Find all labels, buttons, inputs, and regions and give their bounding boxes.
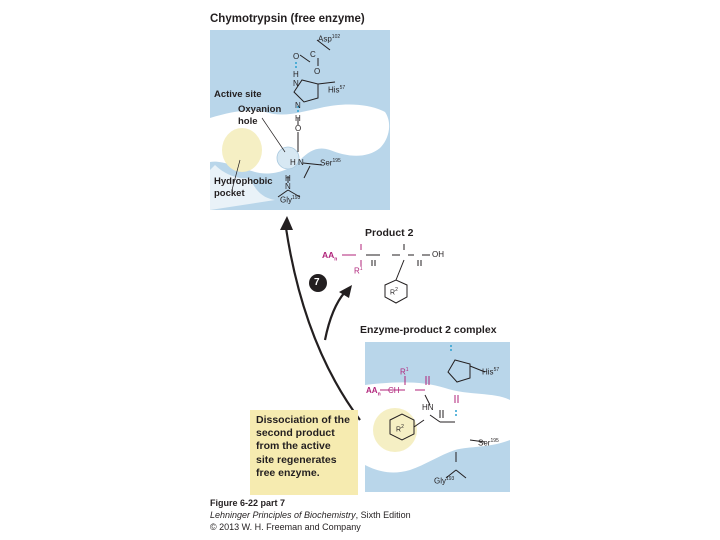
complex-benzene-ring — [389, 413, 415, 441]
asp-label: Asp102 — [318, 34, 341, 44]
free-enzyme-panel — [210, 30, 390, 210]
hydrophobic-pocket-shape — [222, 128, 262, 172]
his-imidazole-ring — [293, 79, 319, 103]
atom-o-1: O — [293, 52, 300, 61]
figure-label: Figure 6-22 part 7 — [210, 498, 286, 508]
complex-aa-label: AAn — [366, 386, 381, 398]
figure-source: Lehninger Principles of Biochemistry, Si… — [210, 510, 411, 520]
complex-his-label: His57 — [482, 367, 500, 377]
complex-hn-label: HN — [422, 403, 434, 412]
complex-his-ring — [447, 359, 471, 383]
complex-ch-label: CH — [388, 386, 400, 395]
atom-n-2: N — [295, 101, 301, 110]
oxyanion-hole-shape — [276, 146, 300, 170]
atom-c-1: C — [310, 50, 316, 59]
product-r1-label: R1 — [354, 266, 363, 276]
step-7-number: 7 — [314, 277, 320, 288]
atom-n-1: N — [293, 79, 299, 88]
atom-h-1: H — [293, 70, 299, 79]
complex-title: Enzyme-product 2 complex — [360, 324, 497, 336]
product-2-title: Product 2 — [365, 227, 414, 239]
product-aa-label: AAn — [322, 250, 338, 263]
figure-caption: Figure 6-22 part 7 Lehninger Principles … — [210, 497, 411, 533]
product-benzene-ring — [384, 279, 408, 304]
complex-r1-label: R1 — [400, 367, 409, 377]
product-oh-label: OH — [432, 250, 444, 259]
active-site-label: Active site — [214, 89, 262, 100]
top-panel-title: Chymotrypsin (free enzyme) — [210, 13, 365, 25]
regeneration-arrowhead — [280, 216, 293, 230]
atom-n-3: N — [298, 158, 304, 167]
complex-r2-label: R2 — [396, 424, 404, 434]
atom-n-4: N — [285, 182, 291, 191]
regeneration-arrow — [284, 227, 361, 421]
product-2-structure — [342, 244, 430, 304]
complex-panel — [365, 342, 510, 492]
atom-h-3: H — [290, 158, 296, 167]
complex-gly-label: Gly193 — [434, 476, 455, 486]
his-label-top: His57 — [328, 85, 346, 95]
lower-cleft — [210, 165, 275, 210]
atom-o-3: O — [295, 124, 302, 133]
release-arrowhead — [339, 285, 352, 298]
product-r2-label: R2 — [390, 287, 398, 297]
release-arrow — [323, 291, 346, 341]
step-7-badge — [309, 274, 327, 292]
atom-h-2: H — [295, 114, 301, 123]
figure-copyright: © 2013 W. H. Freeman and Company — [210, 522, 361, 532]
ser-label-top: Ser195 — [320, 158, 341, 168]
complex-ser-label: Ser195 — [478, 438, 499, 448]
atom-h-4: H — [285, 174, 291, 183]
dissociation-callout-text: Dissociation of the second product from … — [256, 414, 350, 479]
dissociation-callout — [250, 410, 358, 495]
gly-label-top: Gly193 — [280, 195, 301, 205]
complex-pocket-shape — [373, 408, 417, 452]
atom-o-2: O — [314, 67, 321, 76]
